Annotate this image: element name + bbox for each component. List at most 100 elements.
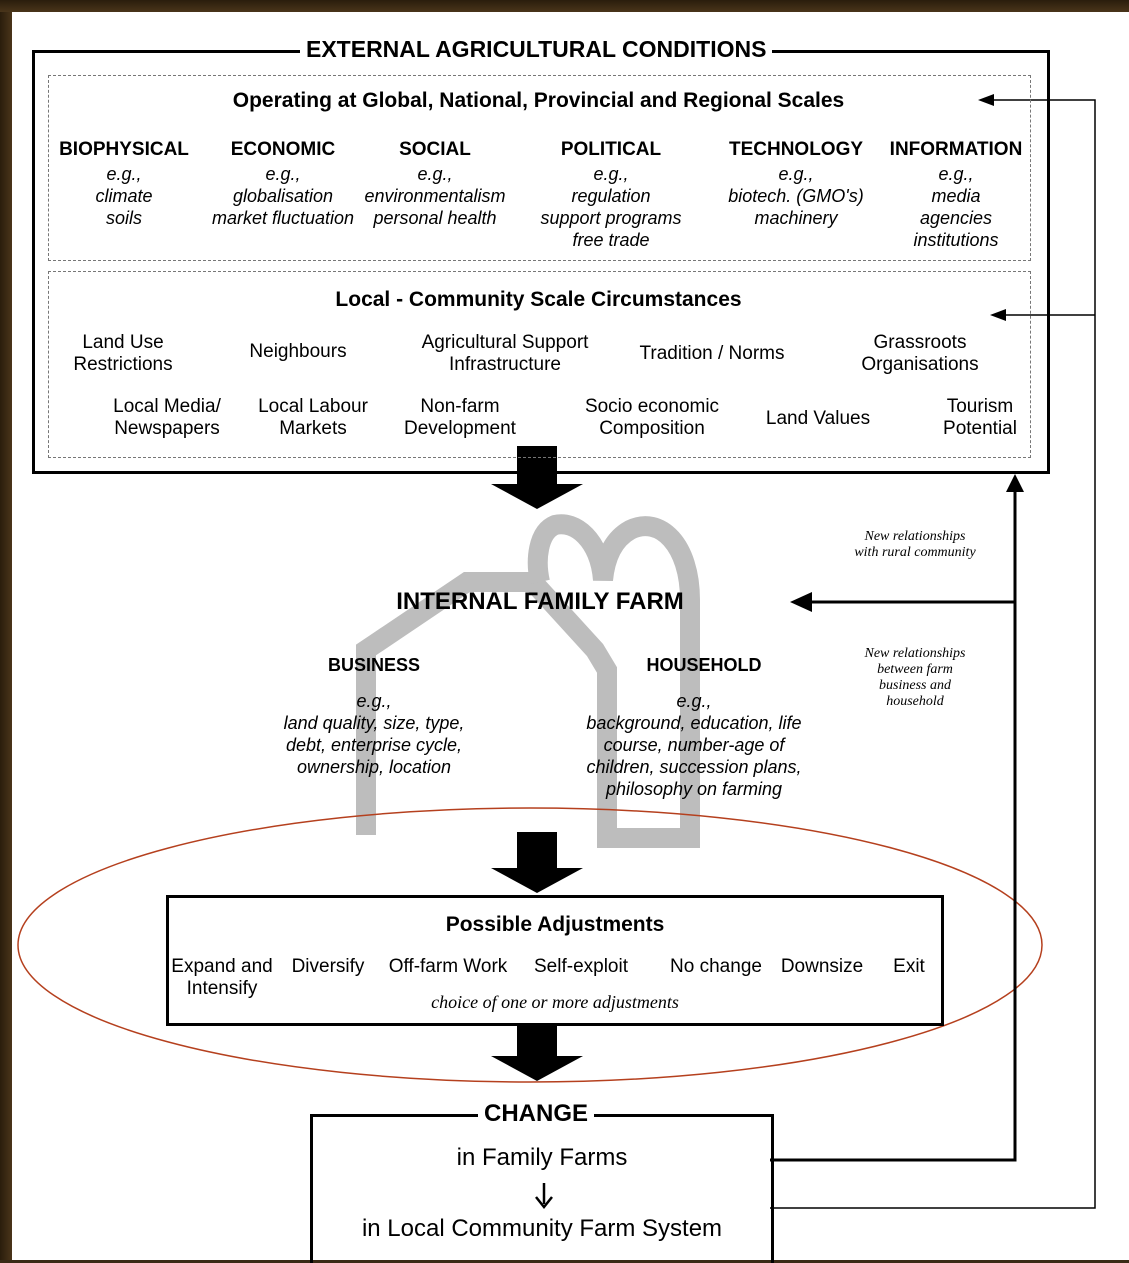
arrowhead-to-global [978,94,994,106]
note-household-line: between farm [877,662,953,677]
local-scale-title: Local - Community Scale Circumstances [335,288,742,311]
category-example: e.g., [417,164,453,184]
local-row2-item: Land Values [708,408,928,430]
category-example: soils [105,208,142,228]
local-circumstance-text: Organisations [861,354,979,375]
adjustment-option-text: Self-exploit [534,956,628,977]
category-title-social: SOCIAL [399,139,471,160]
category-examples-technology: e.g.,biotech. (GMO's)machinery [701,163,891,229]
category-title-technology: TECHNOLOGY [728,139,864,160]
adjustment-option-text: Downsize [780,956,864,977]
note-household-line: business and [879,678,951,693]
category-example: globalisation [232,186,334,206]
change-title: CHANGE [478,1102,595,1126]
adjustment-option: Diversify [248,956,408,978]
arrowhead-to-internal-farm [790,592,812,612]
local-circumstance-text: Tourism [946,396,1014,417]
category-title-information: INFORMATION [889,139,1023,160]
global-scales-title: Operating at Global, National, Provincia… [232,89,845,112]
local-circumstance-text: Newspapers [114,418,220,439]
arrow-down-adjustments-to-change [491,1024,583,1081]
barn-silo [527,514,700,848]
business-example-line: debt, enterprise cycle, [285,735,463,755]
local-circumstance-text: Infrastructure [449,354,561,375]
adjustment-option-text: Off-farm Work [388,956,508,977]
category-example: personal health [373,208,497,228]
note-household-line: New relationships [864,646,966,661]
feedback-lines [535,94,1096,1210]
category-example: biotech. (GMO's) [728,186,864,206]
change-family-farms: in Family Farms [456,1144,628,1171]
category-example: market fluctuation [211,208,355,228]
local-circumstance-text: Socio economic [584,396,720,417]
business-example-line: e.g., [356,691,392,711]
adjustment-option-text: Diversify [291,956,365,977]
local-circumstance-text: Local Media/ [113,396,221,417]
local-row1-item: Neighbours [188,341,408,363]
local-circumstance-text: Markets [279,418,347,439]
local-scale-box [48,271,1031,458]
local-circumstance-text: Land Values [765,408,871,429]
local-circumstance-text: Land Use [82,332,164,353]
adjustment-option: No change [636,956,796,978]
local-circumstance-text: Composition [599,418,705,439]
flow-arrows [491,446,583,1081]
adjustment-option: Downsize [742,956,902,978]
local-row1-item: Tradition / Norms [602,343,822,365]
adjustment-option: Off-farm Work [368,956,528,978]
local-circumstance-text: Neighbours [249,341,347,362]
arrowhead-to-external-box [1006,474,1024,492]
possible-adjustments-box [166,895,944,1026]
frame-top-strip [0,0,1129,12]
local-circumstance-text: Tradition / Norms [639,343,785,364]
adjustment-option-text: Intensify [186,978,258,999]
category-example: agencies [919,208,993,228]
category-example: e.g., [938,164,974,184]
local-circumstance-text: Grassroots [873,332,967,353]
arrow-down-farm-to-adjustments [491,832,583,893]
global-scales-box [48,75,1031,261]
category-example: support programs [540,208,682,228]
category-example: e.g., [778,164,814,184]
adjustment-option-text: No change [670,956,762,977]
household-example-line: course, number-age of [603,735,785,755]
adjustment-option-text: Exit [893,956,925,977]
category-example: institutions [913,230,999,250]
frame-left-strip [0,0,12,1260]
category-example: environmentalism [364,186,506,206]
possible-adjustments-title: Possible Adjustments [445,913,665,936]
local-row2-item: Local Media/Newspapers [57,396,277,440]
external-conditions-title: EXTERNAL AGRICULTURAL CONDITIONS [300,38,773,61]
feedback-line-outer [770,99,1096,1209]
category-example: media [931,186,981,206]
business-title: BUSINESS [327,655,421,675]
adjustments-note: choice of one or more adjustments [431,992,679,1012]
category-example: climate [95,186,153,206]
household-example-line: philosophy on farming [605,779,783,799]
household-example-line: children, succession plans, [586,757,802,777]
household-example-line: background, education, life [586,713,802,733]
local-circumstance-text: Non-farm [420,396,500,417]
category-example: machinery [754,208,838,228]
arrow-down-external-to-farm [491,446,583,509]
household-example-line: e.g., [676,691,712,711]
business-example-line: land quality, size, type, [283,713,465,733]
adjustment-option: Self-exploit [501,956,661,978]
barn-silhouette [356,514,700,848]
category-example: e.g., [106,164,142,184]
local-circumstance-text: Potential [943,418,1017,439]
category-example: free trade [572,230,650,250]
